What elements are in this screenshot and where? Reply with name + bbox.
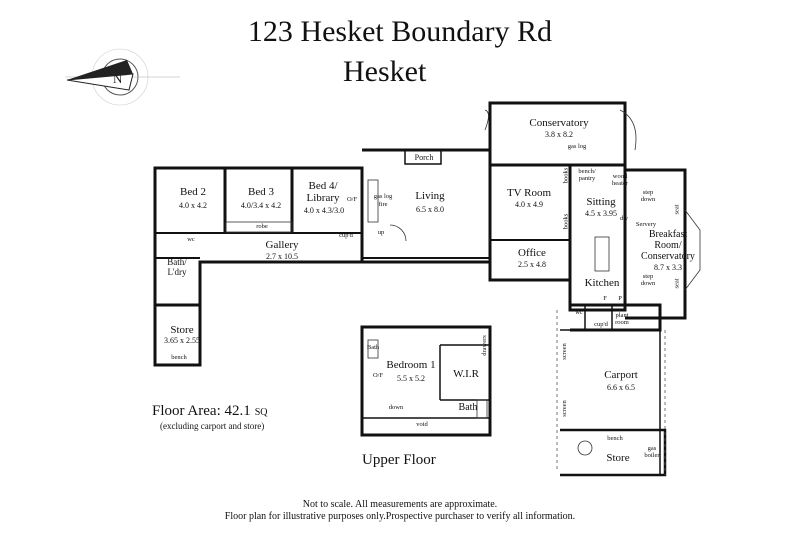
label-plant-room-2: room — [615, 319, 629, 326]
room-conservatory-name: Conservatory — [529, 117, 589, 129]
label-gas-log-conservatory: gas log — [567, 143, 587, 150]
label-bench-pantry-1: bench/ — [578, 168, 596, 175]
room-store-carport-name: Store — [606, 452, 630, 464]
room-bed4-name2: Library — [306, 192, 340, 204]
label-wc-left: wc — [187, 236, 195, 243]
label-servery: Servery — [635, 221, 657, 228]
room-breakfast-name3: Conservatory — [641, 251, 695, 262]
title-address: 123 Hesket Boundary Rd — [247, 15, 553, 48]
room-wir-name: W.I.R — [453, 368, 479, 380]
label-seat-1: seat — [673, 204, 681, 215]
label-f: F — [603, 295, 607, 302]
room-bed2-dims: 4.0 x 4.2 — [179, 201, 207, 210]
label-books-1: books — [562, 167, 570, 184]
room-gallery-name: Gallery — [265, 239, 299, 251]
room-store-left-dims: 3.65 x 2.55 — [164, 336, 200, 345]
room-bed3-dims: 4.0/3.4 x 4.2 — [240, 201, 282, 210]
floor-area-unit: SQ — [254, 407, 268, 418]
room-store-left-name: Store — [170, 324, 194, 336]
footer-disclaimer-line2: Floor plan for illustrative purposes onl… — [224, 511, 576, 522]
room-tv-room-dims: 4.0 x 4.9 — [515, 200, 543, 209]
room-bed4-dims: 4.0 x 4.3/3.0 — [303, 206, 345, 215]
floor-area: Floor Area: 42.1 SQ — [152, 402, 268, 420]
label-step-down-bottom-2: down — [640, 280, 656, 287]
room-bedroom1-name: Bedroom 1 — [386, 359, 436, 371]
label-wc-kitchen: wc — [575, 309, 583, 316]
label-of-upper: O/F — [372, 372, 384, 379]
room-carport-dims: 6.6 x 6.5 — [607, 383, 635, 392]
label-robe: robe — [256, 223, 268, 230]
room-conservatory-dims: 3.8 x 8.2 — [545, 130, 573, 139]
label-bench-carport: bench — [607, 435, 623, 442]
label-step-down-top-1: step — [642, 189, 654, 196]
label-gas-log-fire-1: gas log — [373, 193, 393, 200]
upper-floor-caption: Upper Floor — [362, 452, 436, 468]
room-living-dims: 6.5 x 8.0 — [416, 205, 444, 214]
label-p: P — [618, 295, 622, 302]
label-step-down-top-2: down — [640, 196, 656, 203]
room-bed3-name: Bed 3 — [248, 186, 274, 198]
room-bath-ldry-name: Bath/ — [167, 257, 187, 267]
room-sitting-dims: 4.5 x 3.95 — [585, 209, 617, 218]
label-gas-boiler-2: boiler — [644, 452, 660, 459]
label-down-upper: down — [388, 404, 404, 411]
label-gas-boiler-1: gas — [647, 445, 657, 452]
room-bed2-name: Bed 2 — [180, 186, 206, 198]
room-bedroom1-dims: 5.5 x 5.2 — [397, 374, 425, 383]
room-breakfast-name: Breakfast — [648, 229, 688, 240]
room-carport-name: Carport — [604, 369, 638, 381]
label-wood-heater-1: wood — [612, 173, 628, 180]
label-step-down-bottom-1: step — [642, 273, 654, 280]
title-locality: Hesket — [343, 55, 427, 88]
label-screen-1: screen — [560, 343, 568, 360]
room-breakfast-dims: 8.7 x 3.3 — [654, 263, 682, 272]
label-cupd-bed4: cup'd — [339, 232, 353, 239]
label-up: up — [377, 229, 385, 236]
label-bench-pantry-2: pantry — [578, 175, 596, 182]
room-bed4-name: Bed 4/ — [308, 180, 338, 192]
label-dw: dw — [620, 215, 628, 222]
svg-text:N: N — [113, 71, 123, 86]
room-office-name: Office — [518, 247, 546, 259]
label-porch: Porch — [414, 153, 434, 162]
room-bath-upper-name: Bath — [458, 402, 478, 413]
label-bench-store-left: bench — [171, 354, 187, 361]
label-plant-room-1: plant — [615, 312, 629, 319]
footer-disclaimer-line1: Not to scale. All measurements are appro… — [302, 499, 498, 510]
label-drawers: drawers — [480, 335, 488, 356]
label-cupd-kitchen: cup'd — [594, 321, 608, 328]
room-tv-room-name: TV Room — [506, 187, 552, 199]
room-breakfast-name2: Room/ — [654, 240, 682, 251]
label-seat-2: seat — [673, 278, 681, 289]
floor-area-note: (excluding carport and store) — [160, 421, 265, 431]
room-sitting-name: Sitting — [586, 196, 616, 208]
north-compass-icon: N — [65, 48, 180, 106]
label-bath-upper-fixture: Bath — [366, 344, 380, 351]
label-void: void — [416, 421, 428, 428]
floor-area-label: Floor Area: 42.1 — [152, 403, 251, 419]
room-living-name: Living — [415, 190, 445, 202]
label-screen-2: screen — [560, 400, 568, 417]
label-gas-log-fire-2: fire — [378, 201, 388, 208]
label-books-2: books — [562, 213, 570, 230]
label-wood-heater-2: heater — [612, 180, 628, 187]
room-bath-ldry-name2: L'dry — [167, 267, 187, 277]
label-of-bed4: O/F — [346, 196, 358, 203]
room-kitchen-name: Kitchen — [584, 277, 620, 289]
room-gallery-dims: 2.7 x 10.5 — [266, 252, 298, 261]
room-office-dims: 2.5 x 4.8 — [518, 260, 546, 269]
